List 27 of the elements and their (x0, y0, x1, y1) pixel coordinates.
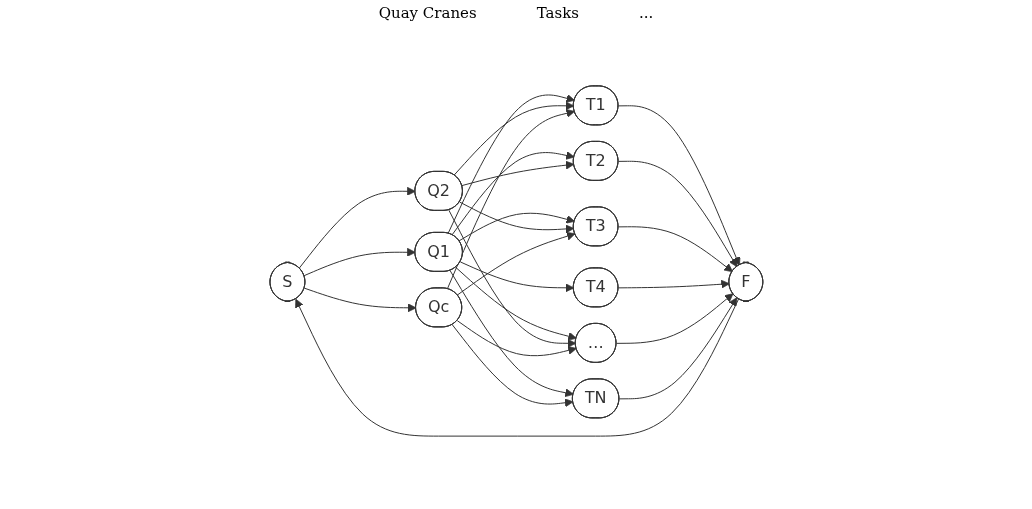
arrow (449, 270, 574, 398)
arrow (303, 247, 416, 277)
column-heading: Tasks (536, 4, 579, 22)
arrow (294, 298, 739, 437)
arrow (451, 151, 575, 236)
arrow (456, 231, 576, 296)
arrow (298, 186, 416, 269)
arrow (454, 266, 577, 341)
arrow (458, 212, 575, 242)
arrow (303, 287, 417, 313)
arrow (458, 201, 574, 234)
arrow (618, 297, 737, 400)
arrow (447, 94, 575, 234)
arrow (461, 160, 574, 187)
arrow (456, 320, 577, 357)
arrow (446, 109, 575, 290)
arrow (617, 105, 741, 266)
column-heading: Quay Cranes (378, 4, 477, 22)
arrow (447, 209, 576, 348)
arrow (617, 160, 738, 268)
arrow (451, 324, 574, 408)
arrow (615, 293, 733, 344)
arrow (617, 279, 730, 289)
arrow (459, 261, 574, 293)
arrow (617, 226, 733, 273)
column-heading: ... (638, 4, 654, 22)
arrow (453, 101, 574, 176)
